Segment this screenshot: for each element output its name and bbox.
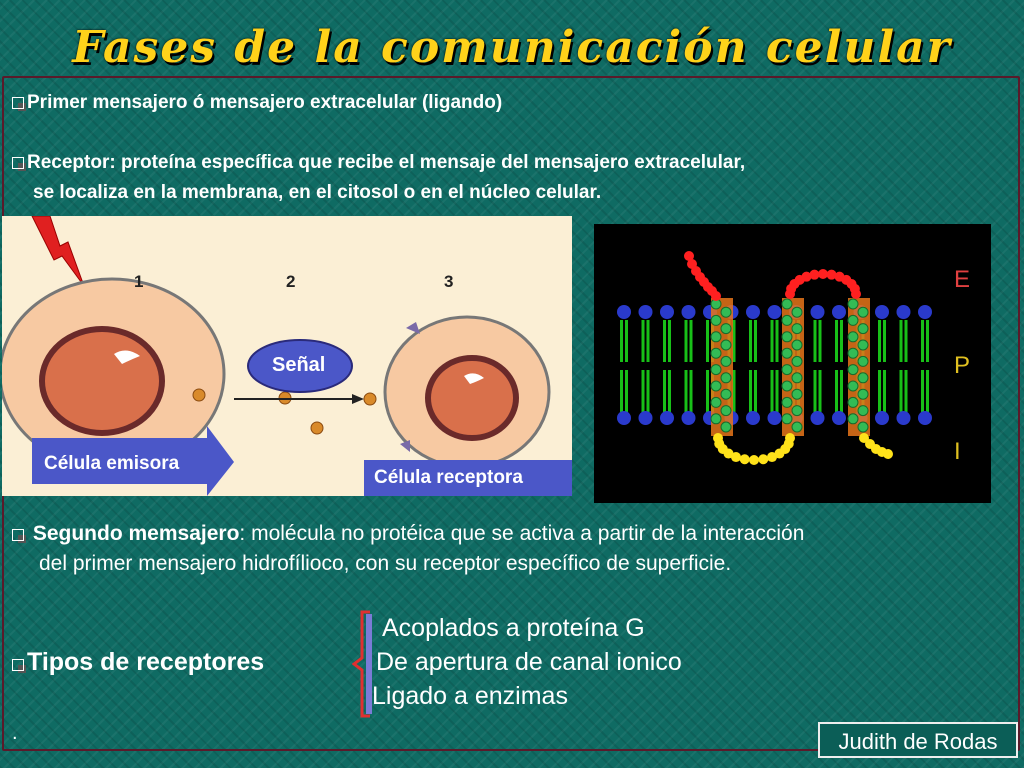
receptor-icon (400, 440, 410, 452)
membrane-receptor-illustration (617, 251, 932, 465)
step-number-2: 2 (286, 272, 296, 291)
receiver-label-box (364, 460, 572, 496)
arrow-head-icon (352, 394, 364, 404)
checkbox-bullet-icon (12, 659, 26, 673)
stray-dot: . (12, 722, 18, 744)
receiver-cell-label: Célula receptora (374, 467, 523, 488)
emitter-label-arrow (32, 426, 234, 496)
signal-molecule (192, 388, 206, 402)
receptor-icon (406, 322, 420, 334)
bullet-text: Primer mensajero ó mensajero extracelula… (27, 92, 503, 113)
signal-bubble (247, 339, 353, 393)
signal-label: Señal (272, 354, 326, 376)
segundo-term: Segundo memsajero (32, 522, 240, 545)
checkbox-bullet-icon (12, 97, 26, 111)
emitter-cell-label: Célula emisora (44, 453, 180, 474)
bullet-receptor-continuation: se localiza en la membrana, en el citoso… (33, 182, 602, 203)
label-membrane: P (954, 352, 971, 379)
step-number-1: 1 (134, 272, 144, 291)
membrane-receptor-diagram: E P I (594, 224, 991, 503)
signal-molecule (363, 392, 377, 406)
page-title: Fases de la comunicación celular (72, 22, 952, 73)
lightning-icon (31, 216, 85, 287)
cell-signaling-illustration (2, 216, 572, 496)
checkbox-bullet-icon (12, 529, 26, 543)
segundo-definition: : molécula no protéica que se activa a p… (239, 522, 805, 545)
tipos-receptores-heading: Tipos de receptores (12, 648, 264, 677)
step-number-3: 3 (444, 272, 454, 291)
label-extracellular: E (954, 266, 971, 293)
bullet-receptor: Receptor: proteína específica que recibe… (12, 152, 745, 174)
receiver-nucleus (425, 355, 519, 441)
checkbox-bullet-icon (12, 157, 26, 171)
segundo-continuation: del primer mensajero hidrofílioco, con s… (39, 552, 732, 575)
label-intracellular: I (954, 438, 961, 465)
brace-icon (352, 610, 372, 718)
nucleus-highlight (114, 350, 140, 364)
cell-signaling-diagram: 1 2 3 Señal Célula emisora Célula recept… (2, 216, 572, 496)
bullet-text: Receptor: proteína específica que recibe… (27, 152, 746, 173)
bullet-primer-mensajero: Primer mensajero ó mensajero extracelula… (12, 92, 502, 114)
bullet-segundo-mensajero: Segundo memsajero: molécula no protéica … (12, 522, 804, 546)
receptor-type-2: De apertura de canal ionico (376, 648, 682, 676)
author-credit: Judith de Rodas (818, 722, 1018, 758)
tipos-label: Tipos de receptores (27, 648, 265, 676)
emitter-nucleus (39, 326, 165, 436)
receptor-type-1: Acoplados a proteína G (382, 614, 645, 642)
receptor-type-3: Ligado a enzimas (372, 682, 568, 710)
signal-molecule (310, 421, 324, 435)
